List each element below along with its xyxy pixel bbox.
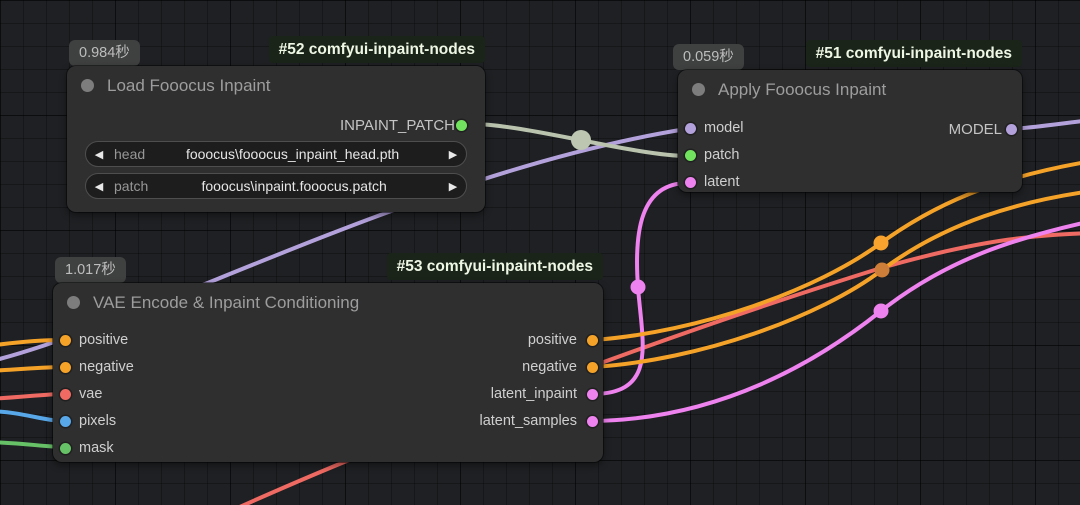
link-dot-latent[interactable] [630, 279, 646, 295]
widget-value: fooocus\inpaint.fooocus.patch [201, 178, 387, 194]
widget-value: fooocus\fooocus_inpaint_head.pth [185, 146, 400, 162]
wire-latent-samples-out[interactable] [592, 221, 1080, 423]
output-slot-negative: negative [313, 354, 603, 381]
input-slot-vae: vae [53, 381, 313, 408]
combo-widget-patch[interactable]: ◀ patch fooocus\inpaint.fooocus.patch ▶ [85, 173, 467, 199]
output-dot-negative[interactable] [587, 362, 598, 373]
arrow-right-icon[interactable]: ▶ [448, 148, 458, 161]
input-dot-model[interactable] [685, 123, 696, 134]
collapse-dot-icon[interactable] [692, 83, 705, 96]
input-dot-mask[interactable] [60, 443, 71, 454]
input-dot-latent[interactable] [685, 177, 696, 188]
execution-time-badge: 0.984秒 [69, 40, 140, 66]
input-dot-pixels[interactable] [60, 416, 71, 427]
node-title: VAE Encode & Inpaint Conditioning [67, 291, 593, 315]
node-body[interactable]: Load Fooocus Inpaint INPAINT_PATCH ◀ hea… [67, 66, 485, 212]
node-id-badge: #52 comfyui-inpaint-nodes [268, 36, 485, 63]
input-slot-mask: mask [53, 435, 313, 462]
input-slot-model: model [678, 115, 1022, 142]
widget-label: head [114, 146, 146, 162]
arrow-right-icon[interactable]: ▶ [448, 180, 458, 193]
input-slot-positive: positive [53, 327, 313, 354]
node-id-badge: #51 comfyui-inpaint-nodes [805, 40, 1022, 67]
input-dot-patch[interactable] [685, 150, 696, 161]
input-slot-pixels: pixels [53, 408, 313, 435]
widget-label: patch [114, 178, 149, 194]
input-dot-positive[interactable] [60, 335, 71, 346]
output-dot-positive[interactable] [587, 335, 598, 346]
execution-time-badge: 1.017秒 [55, 257, 126, 283]
node-id-badge: #53 comfyui-inpaint-nodes [386, 253, 603, 280]
input-slot-negative: negative [53, 354, 313, 381]
link-dot-negative[interactable] [874, 262, 890, 278]
output-slot-latent-samples: latent_samples [313, 408, 603, 435]
input-dot-vae[interactable] [60, 389, 71, 400]
node-title: Apply Fooocus Inpaint [692, 78, 1012, 102]
output-slot-inpaint-patch: INPAINT_PATCH [340, 112, 475, 139]
execution-time-badge: 0.059秒 [673, 44, 744, 70]
input-dot-negative[interactable] [60, 362, 71, 373]
combo-widget-head[interactable]: ◀ head fooocus\fooocus_inpaint_head.pth … [85, 141, 467, 167]
collapse-dot-icon[interactable] [81, 79, 94, 92]
node-body[interactable]: VAE Encode & Inpaint Conditioning positi… [53, 283, 603, 462]
output-slot-positive: positive [313, 327, 603, 354]
link-dot-inpaint-patch[interactable] [571, 130, 591, 150]
node-load-fooocus-inpaint[interactable]: 0.984秒 #52 comfyui-inpaint-nodes Load Fo… [67, 36, 485, 212]
arrow-left-icon[interactable]: ◀ [94, 180, 104, 193]
node-vae-encode-inpaint-conditioning[interactable]: 1.017秒 #53 comfyui-inpaint-nodes VAE Enc… [53, 253, 603, 462]
output-dot-latent-inpaint[interactable] [587, 389, 598, 400]
output-dot-inpaint-patch[interactable] [456, 120, 467, 131]
output-slot-model: MODEL [949, 116, 1022, 143]
output-dot-model[interactable] [1006, 124, 1017, 135]
wire-model-out[interactable] [1010, 119, 1080, 131]
link-dot-latent-samples[interactable] [873, 303, 889, 319]
node-body[interactable]: Apply Fooocus Inpaint model patch latent… [678, 70, 1022, 192]
input-slot-latent: latent [678, 169, 1022, 196]
input-slot-patch: patch [678, 142, 1022, 169]
collapse-dot-icon[interactable] [67, 296, 80, 309]
arrow-left-icon[interactable]: ◀ [94, 148, 104, 161]
node-title: Load Fooocus Inpaint [81, 74, 475, 98]
link-dot-positive[interactable] [873, 235, 889, 251]
node-apply-fooocus-inpaint[interactable]: 0.059秒 #51 comfyui-inpaint-nodes Apply F… [673, 40, 1022, 192]
output-slot-latent-inpaint: latent_inpaint [313, 381, 603, 408]
output-dot-latent-samples[interactable] [587, 416, 598, 427]
